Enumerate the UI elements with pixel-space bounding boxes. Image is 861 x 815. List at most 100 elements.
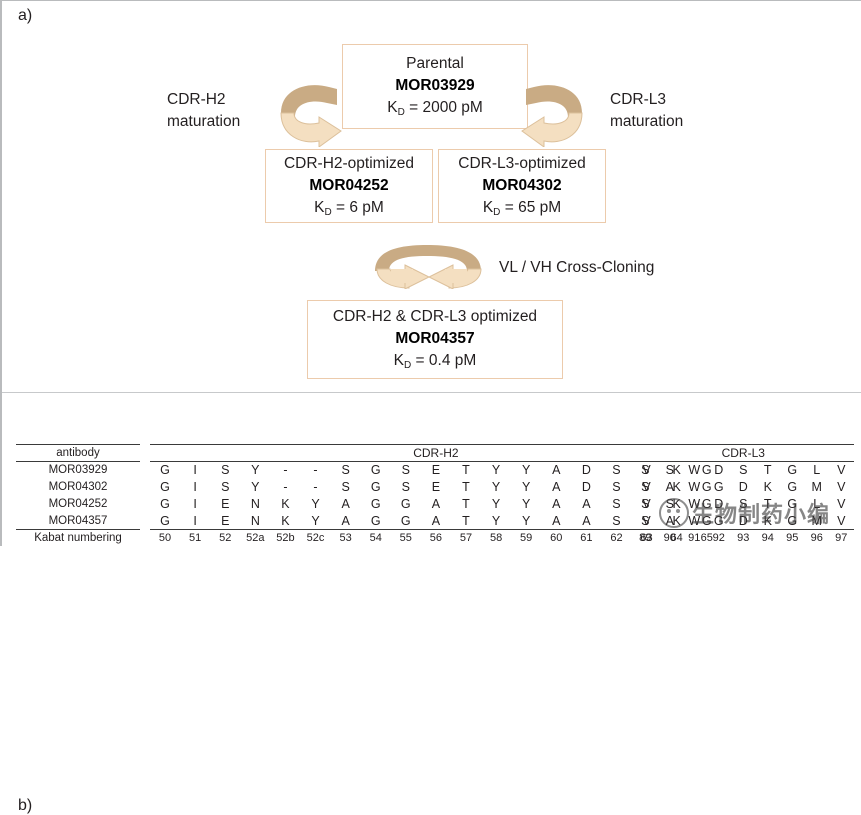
residue-cell: - [313,463,318,478]
residue-cell: T [462,463,470,478]
kd-subscript: D [493,206,501,218]
residue-cell: E [221,497,230,511]
antibody-column-header: antibody [16,444,140,462]
residue-cell: S [601,512,632,530]
kabat-position: 91 [688,532,701,545]
kabat-position: 57 [459,532,473,545]
residue-cell: G [360,512,391,530]
residue-cell: G [400,497,411,511]
antibody-name: MOR04252 [48,498,108,510]
parental-clone: MOR03929 [395,77,475,94]
kd-value: = 65 pM [500,198,562,216]
residue-cell: S [633,512,658,530]
kabat-position: 52 [219,532,232,545]
antibody-name-table: antibody MOR03929 MOR04302 MOR04252 MOR0… [16,444,140,547]
residue-cell: A [582,497,591,511]
table-row: MOR04302 [16,479,140,496]
residue-cell: K [755,512,780,530]
residue-cell: L [813,463,821,478]
h2-clone: MOR04252 [309,176,389,194]
kabat-position: 97 [835,532,848,545]
residue-cell: T [763,497,772,511]
panel-a-label: a) [18,7,33,24]
residue-cell: A [665,480,674,494]
kd-letter: K [314,198,325,216]
box-dual-optimized: CDR-H2 & CDR-L3 optimized MOR04357 KD = … [307,300,563,379]
residue-cell: S [612,480,621,494]
antibody-name: MOR03929 [48,464,108,477]
residue-cell: G [370,480,381,494]
h2-kd: KD = 6 pM [266,197,432,220]
residue-cell: A [552,463,561,478]
box-cdr-l3-optimized: CDR-L3-optimized MOR04302 KD = 65 pM [438,149,606,223]
residue-cell: T [462,480,470,494]
residue-cell: D [581,463,591,478]
residue-cell: S [641,463,650,478]
kd-subscript: D [324,206,332,218]
kabat-position: 89 [639,532,652,545]
residue-cell: E [210,512,241,530]
residue-cell: V [642,480,651,494]
residue-cell: E [431,463,441,478]
box-cdr-h2-optimized: CDR-H2-optimized MOR04252 KD = 6 pM [265,149,433,223]
kabat-position: 61 [580,532,593,545]
kabat-position: 59 [520,532,533,545]
table-row: MOR04357 [16,512,140,530]
label-h2-line1: CDR-H2 [167,91,226,108]
residue-cell: D [731,512,756,530]
cdr-region-title: CDR-H2 [150,444,722,462]
residue-cell: G [160,480,170,494]
residue-cell: K [672,480,681,494]
residue-cell: A [571,512,602,530]
residue-cell: S [612,497,621,511]
label-l3-line2: maturation [610,113,684,131]
residue-cell: A [341,497,350,511]
residue-cell: I [193,497,197,511]
residue-cell: G [787,497,798,511]
residue-cell: W [688,497,701,511]
kabat-position: 54 [369,532,382,545]
residue-cell: T [450,512,482,530]
kd-subscript: D [404,359,412,371]
kabat-position: 52a [246,532,265,545]
residue-cell: N [240,512,271,530]
residue-cell: G [390,512,421,530]
residue-cell: S [641,480,650,494]
residue-cell: S [641,497,650,511]
panel-a-maturation-scheme: a) Parental MOR03929 KD = 2000 pM CDR-H2… [2,1,861,393]
residue-cell: S [739,463,748,478]
residue-cell: G [150,512,181,530]
residue-cell: K [763,480,772,494]
residue-cell: Y [522,463,531,478]
residue-cell: - [313,480,318,494]
residue-cell: Y [251,480,260,494]
residue-cell: S [665,463,674,478]
residue-cell: M [804,512,829,530]
residue-cell: D [714,497,724,511]
residue-cell: A [552,480,561,494]
kd-value: = 0.4 pM [411,352,477,369]
residue-cell: S [401,463,410,478]
kabat-position: 63 [640,532,653,545]
kabat-position: 58 [489,532,503,545]
residue-cell: E [431,480,441,494]
kd-letter: K [482,198,494,216]
table-footer-row: Kabat numbering [16,530,140,547]
curved-arrow-cross-cloning [375,245,482,289]
residue-cell: D [714,463,724,478]
residue-cell: S [612,463,621,478]
residue-cell: V [829,512,854,530]
kabat-position: 96 [810,532,823,545]
residue-cell: - [283,480,288,494]
residue-cell: G [780,512,805,530]
residue-cell: I [180,512,211,530]
residue-cell: W [688,463,701,478]
